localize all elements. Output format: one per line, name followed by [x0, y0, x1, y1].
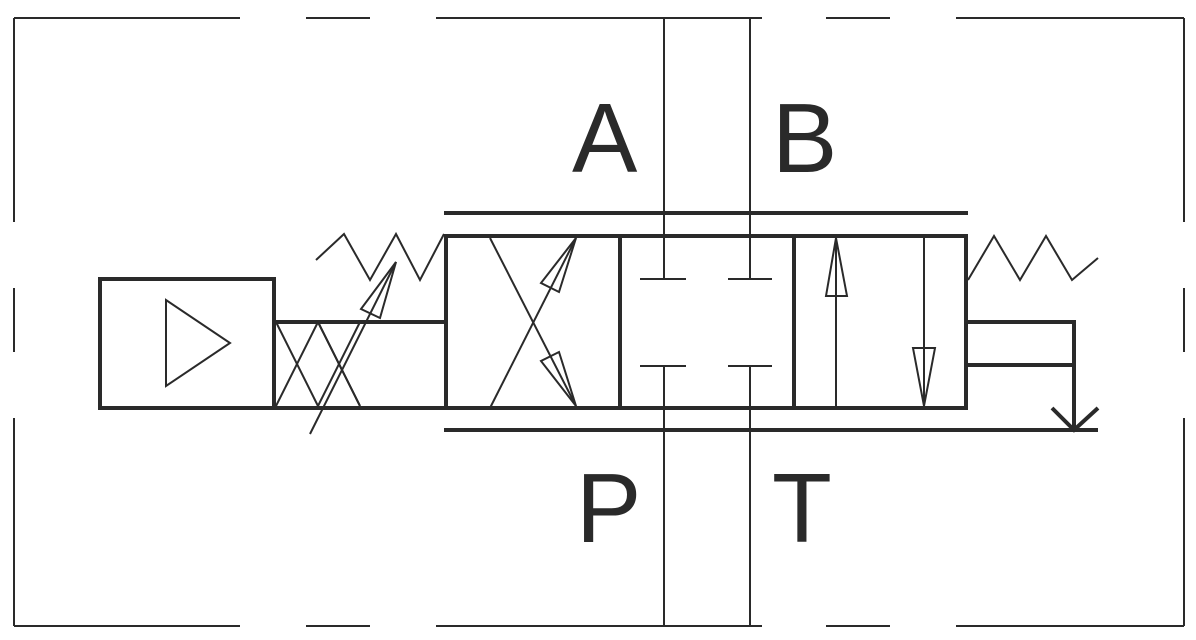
valve-body [444, 234, 968, 410]
enclosure-border [13, 17, 1185, 627]
triangle-pilot-icon [165, 298, 232, 388]
pilot-actuator [98, 277, 276, 410]
port-p-label: P [576, 453, 641, 563]
valve-bars [444, 211, 1098, 432]
tank-drain-icon [968, 320, 1100, 433]
flow-arrow-icon [539, 350, 577, 407]
center-position-blocks [640, 278, 772, 367]
left-position-cross-flow [489, 237, 577, 409]
proportional-solenoid [272, 320, 446, 410]
port-t-label: T [772, 453, 832, 563]
flow-arrow-icon [824, 237, 849, 297]
spring-icon [315, 231, 445, 283]
spring-icon [967, 234, 1099, 282]
adjustable-arrow [309, 261, 397, 435]
port-a-label: A [572, 83, 638, 193]
flow-arrow-icon [911, 347, 937, 407]
flow-arrow-icon [359, 261, 397, 320]
flow-arrow-icon [539, 237, 577, 294]
right-position-parallel-flow [824, 236, 937, 408]
port-lines [663, 18, 751, 626]
port-b-label: B [772, 83, 837, 193]
